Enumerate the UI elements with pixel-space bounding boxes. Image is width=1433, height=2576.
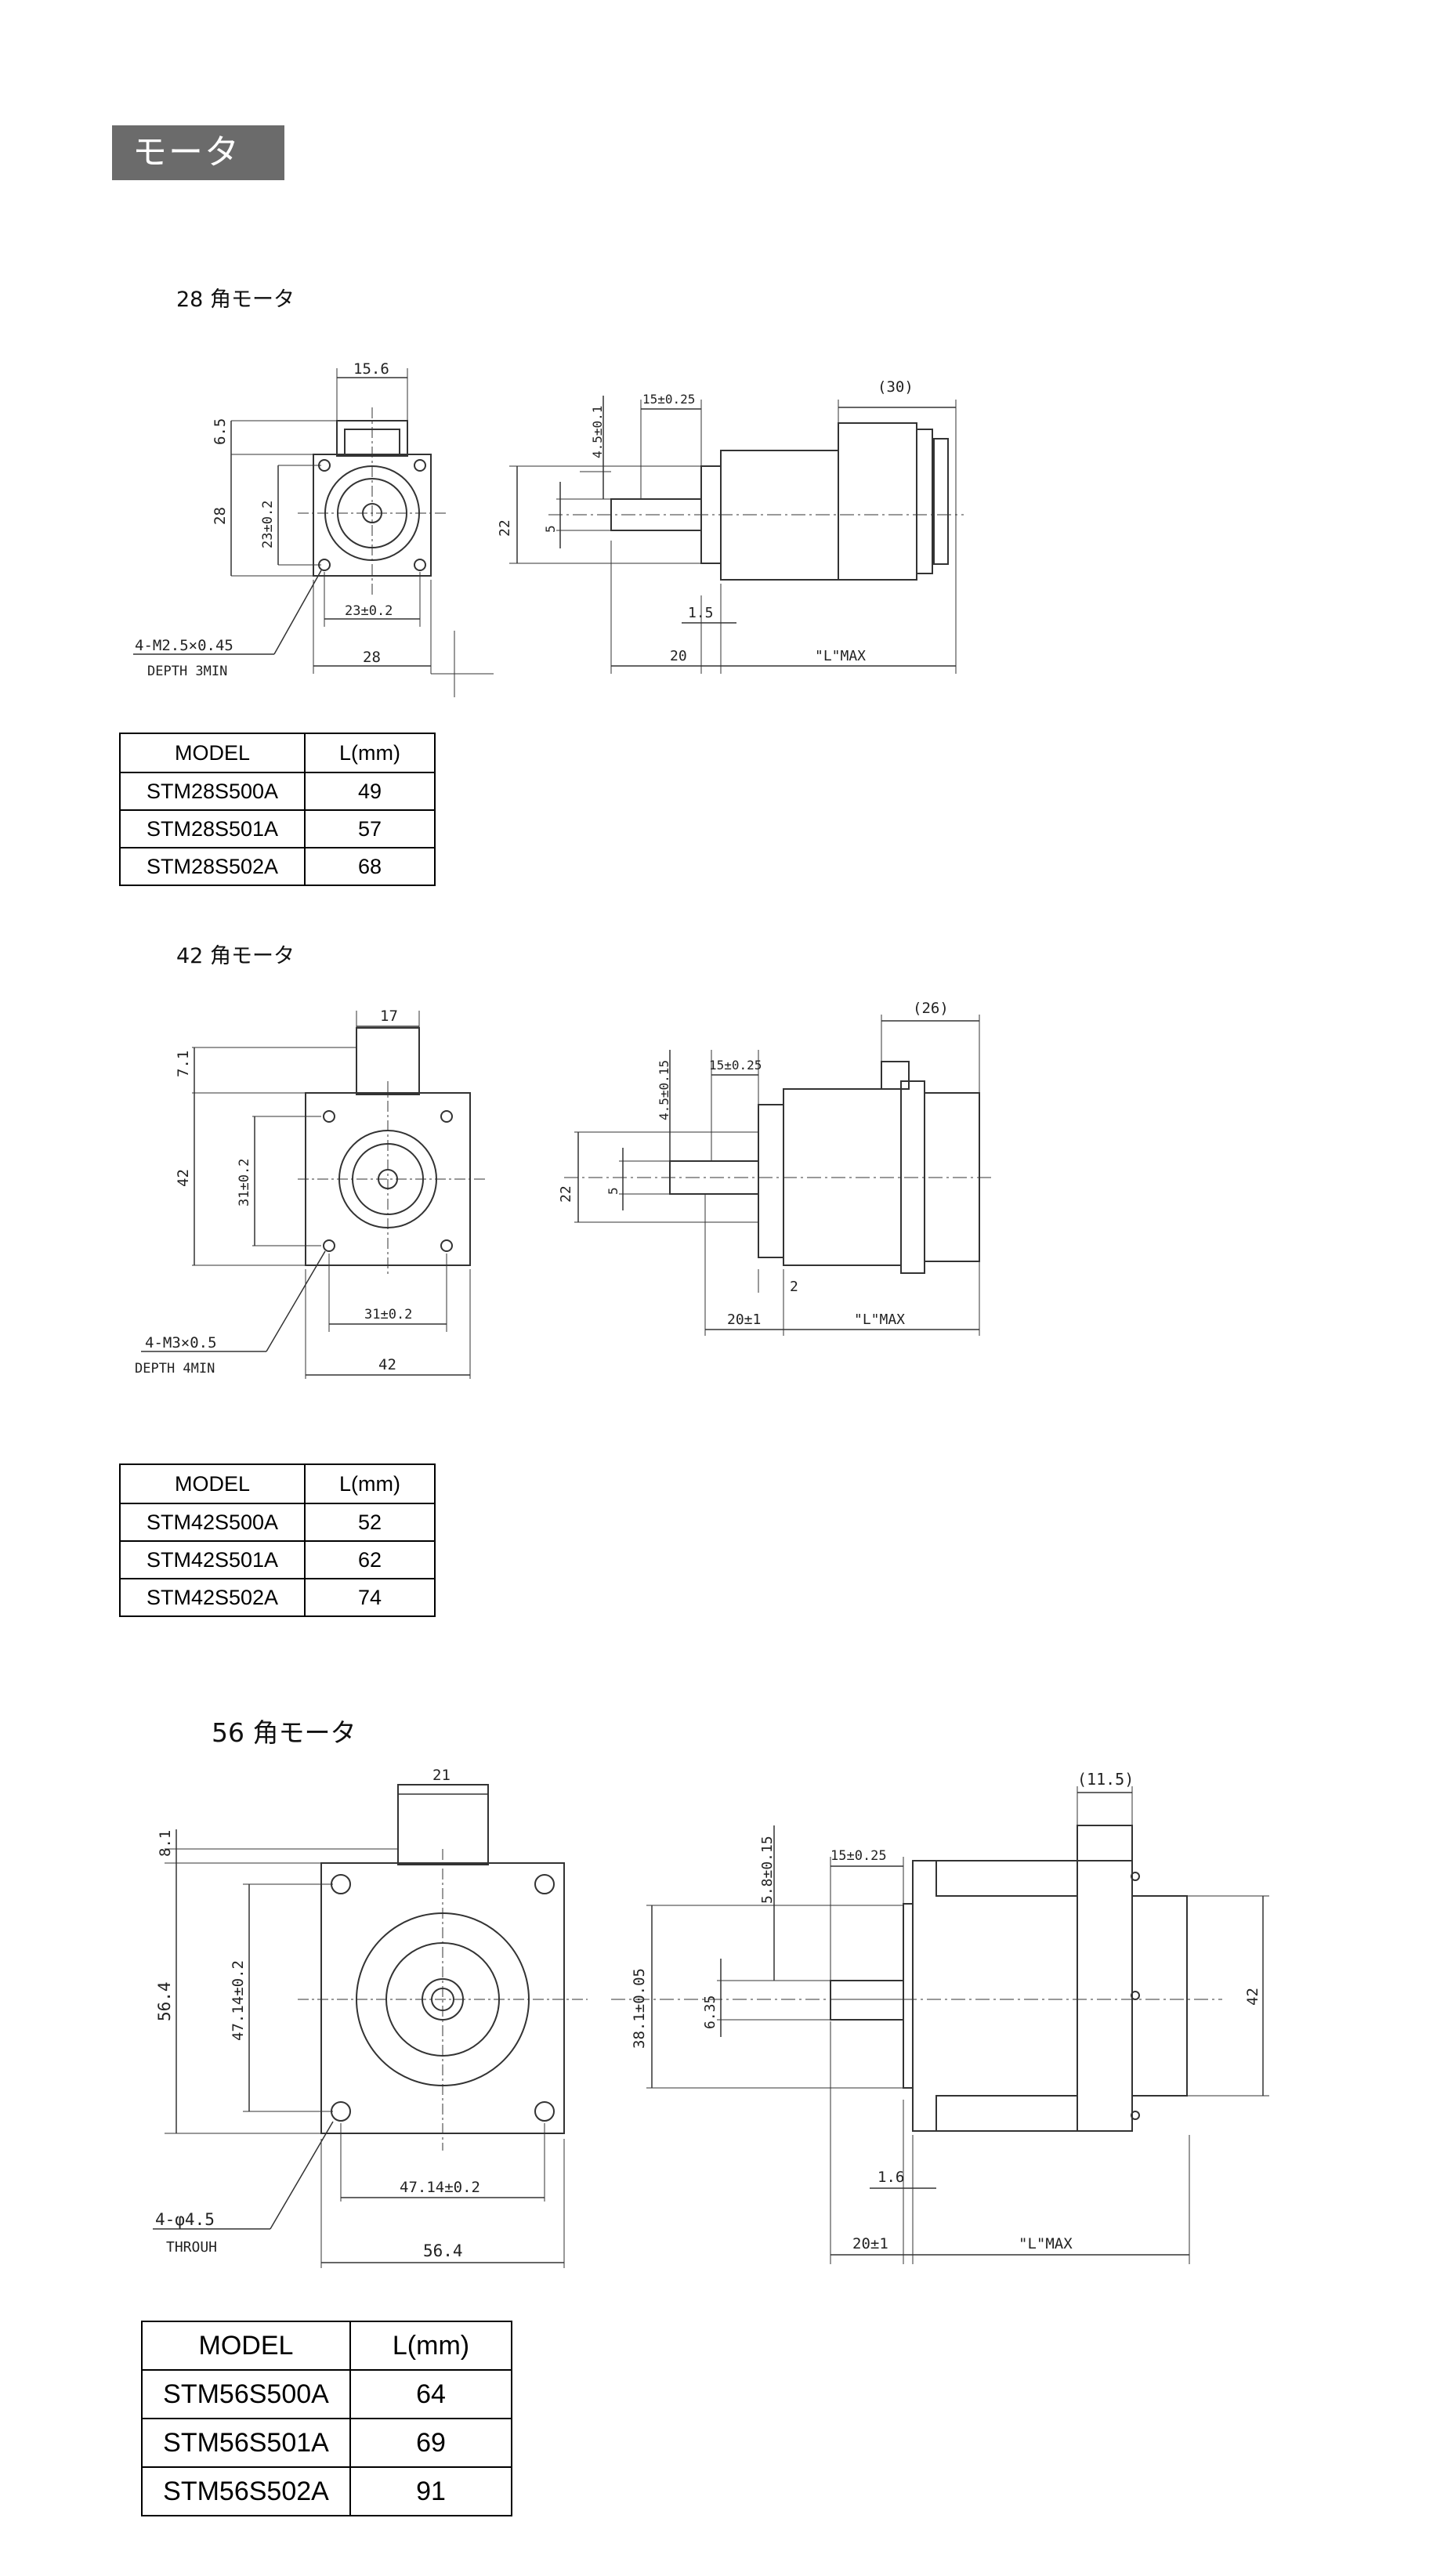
table-cell-length: 57 bbox=[304, 809, 436, 848]
table-header-length: L(mm) bbox=[349, 2321, 512, 2371]
dim-step-56: 1.6 bbox=[878, 2169, 904, 2186]
note-line2-42: DEPTH 4MIN bbox=[135, 1361, 215, 1377]
table-row: STM56S501A 69 bbox=[141, 2418, 512, 2468]
spec-table-42: MODEL L(mm) STM42S500A 52 STM42S501A 62 … bbox=[119, 1463, 436, 1617]
table-cell-length: 68 bbox=[304, 847, 436, 886]
table-cell-length: 52 bbox=[304, 1503, 436, 1542]
section-title-42: 42 角モータ bbox=[176, 944, 295, 968]
table-cell-model: STM56S500A bbox=[141, 2369, 351, 2419]
table-cell-model: STM42S500A bbox=[119, 1503, 306, 1542]
dim-width-28: 15.6 bbox=[353, 360, 389, 378]
page-heading: モータ bbox=[112, 125, 284, 180]
spec-table-56: MODEL L(mm) STM56S500A 64 STM56S501A 69 … bbox=[141, 2321, 512, 2516]
dim-shaft-total-56: 20±1 bbox=[852, 2235, 888, 2252]
table-row: STM42S502A 74 bbox=[119, 1578, 436, 1617]
table-header-model: MODEL bbox=[141, 2321, 351, 2371]
side-view-56 bbox=[611, 1786, 1269, 2264]
table-row: STM56S502A 91 bbox=[141, 2466, 512, 2516]
dim-flat-28: 4.5±0.1 bbox=[590, 406, 605, 458]
table-cell-length: 69 bbox=[349, 2418, 512, 2468]
dim-hole-h-28: 23±0.2 bbox=[345, 603, 393, 619]
dim-shaft-dia-42: 5 bbox=[606, 1187, 621, 1195]
table-cell-model: STM56S502A bbox=[141, 2466, 351, 2516]
dim-pilot-42: 22 bbox=[558, 1185, 574, 1203]
table-cell-length: 64 bbox=[349, 2369, 512, 2419]
dim-height-42: 42 bbox=[175, 1169, 192, 1187]
dim-left-56: 8.1 bbox=[157, 1830, 174, 1857]
note-line1-42: 4-M3×0.5 bbox=[145, 1334, 217, 1351]
table-cell-length: 62 bbox=[304, 1540, 436, 1579]
front-view-42 bbox=[141, 1011, 486, 1379]
table-header-model: MODEL bbox=[119, 1463, 306, 1504]
front-view-28 bbox=[133, 368, 494, 697]
table-cell-model: STM56S501A bbox=[141, 2418, 351, 2468]
table-cell-model: STM42S502A bbox=[119, 1578, 306, 1617]
table-cell-model: STM42S501A bbox=[119, 1540, 306, 1579]
dim-shaft-total-42: 20±1 bbox=[727, 1312, 761, 1328]
dim-shaft-total-28: 20 bbox=[670, 648, 687, 664]
dim-shaft-len-28: 15±0.25 bbox=[642, 392, 695, 407]
section-title-28: 28 角モータ bbox=[176, 288, 295, 312]
table-header-length: L(mm) bbox=[304, 733, 436, 773]
dim-step-28: 1.5 bbox=[688, 605, 714, 621]
table-cell-model: STM28S501A bbox=[119, 809, 306, 848]
table-cell-length: 91 bbox=[349, 2466, 512, 2516]
dim-left-42: 7.1 bbox=[175, 1051, 192, 1077]
spec-table-28: MODEL L(mm) STM28S500A 49 STM28S501A 57 … bbox=[119, 733, 436, 886]
dim-step-42: 2 bbox=[790, 1279, 798, 1295]
dim-height-56: 56.4 bbox=[155, 1981, 174, 2021]
dim-lmax-42: "L"MAX bbox=[854, 1312, 905, 1328]
table-row: STM56S500A 64 bbox=[141, 2369, 512, 2419]
note-line1-28: 4-M2.5×0.45 bbox=[135, 637, 233, 654]
table-cell-length: 49 bbox=[304, 772, 436, 811]
dim-shaft-dia-56: 6.35 bbox=[702, 1995, 718, 2029]
dim-width-42: 17 bbox=[380, 1008, 398, 1025]
dim-hole-v-56: 47.14±0.2 bbox=[230, 1960, 247, 2041]
dim-top-right-42: (26) bbox=[913, 1000, 949, 1017]
table-row: STM28S501A 57 bbox=[119, 809, 436, 848]
note-line2-28: DEPTH 3MIN bbox=[147, 664, 227, 679]
note-line1-56: 4-φ4.5 bbox=[155, 2210, 215, 2229]
side-view-42 bbox=[564, 1015, 991, 1336]
table-header-length: L(mm) bbox=[304, 1463, 436, 1504]
front-view-56 bbox=[153, 1784, 588, 2268]
table-row: STM42S500A 52 bbox=[119, 1503, 436, 1542]
table-row: STM42S501A 62 bbox=[119, 1540, 436, 1579]
dim-hole-h-56: 47.14±0.2 bbox=[400, 2179, 480, 2196]
table-cell-model: STM28S500A bbox=[119, 772, 306, 811]
dim-flat-56: 5.8±0.15 bbox=[759, 1836, 776, 1904]
dim-left-28: 6.5 bbox=[212, 418, 229, 445]
table-cell-length: 74 bbox=[304, 1578, 436, 1617]
dim-height-28: 28 bbox=[212, 507, 229, 525]
dim-right-56: 42 bbox=[1244, 1988, 1261, 2006]
table-row: STM28S502A 68 bbox=[119, 847, 436, 886]
dim-hole-h-42: 31±0.2 bbox=[364, 1307, 412, 1322]
dim-top-right-28: (30) bbox=[878, 378, 914, 396]
side-view-28 bbox=[509, 396, 964, 674]
dim-shaft-dia-28: 5 bbox=[543, 525, 558, 533]
dim-lmax-56: "L"MAX bbox=[1019, 2235, 1073, 2252]
section-title-56: 56 角モータ bbox=[212, 1717, 356, 1748]
dim-hole-v-28: 23±0.2 bbox=[260, 501, 276, 548]
dim-shaft-len-56: 15±0.25 bbox=[830, 1848, 887, 1864]
table-cell-model: STM28S502A bbox=[119, 847, 306, 886]
dim-shaft-len-42: 15±0.25 bbox=[709, 1058, 762, 1073]
dim-top-right-56: (11.5) bbox=[1077, 1770, 1134, 1789]
dim-flat-42: 4.5±0.15 bbox=[657, 1060, 671, 1120]
dim-width-56: 21 bbox=[432, 1767, 451, 1784]
note-line2-56: THROUH bbox=[166, 2239, 217, 2256]
dim-bottom-42: 42 bbox=[378, 1356, 396, 1373]
table-header-model: MODEL bbox=[119, 733, 306, 773]
table-row: STM28S500A 49 bbox=[119, 772, 436, 811]
dim-pilot-56: 38.1±0.05 bbox=[631, 1968, 648, 2049]
dim-pilot-28: 22 bbox=[497, 519, 513, 537]
dim-bottom-28: 28 bbox=[363, 649, 381, 666]
dim-lmax-28: "L"MAX bbox=[815, 648, 866, 664]
dim-bottom-56: 56.4 bbox=[423, 2241, 463, 2260]
dim-hole-v-42: 31±0.2 bbox=[237, 1159, 252, 1207]
